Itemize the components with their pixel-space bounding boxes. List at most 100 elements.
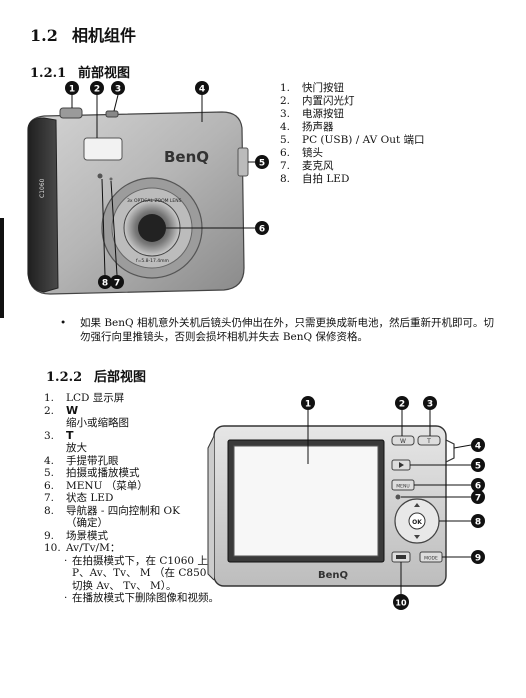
- list-item: 8.导航器 - 四向控制和 OK: [44, 504, 181, 517]
- front-parts-list: 1.快门按钮 2.内置闪光灯 3.电源按钮 4.扬声器 5.PC (USB) /…: [280, 82, 425, 186]
- status-led-shape: [395, 494, 401, 500]
- back-view-title: 后部视图: [94, 370, 147, 385]
- list-item: 4.扬声器: [280, 121, 334, 133]
- svg-text:2: 2: [399, 400, 405, 410]
- list-item: 5.PC (USB) / AV Out 端口: [280, 134, 425, 146]
- list-item: 6.镜头: [280, 147, 323, 159]
- callout-1: 1: [65, 81, 79, 108]
- self-timer-led-shape: [97, 173, 103, 179]
- svg-text:T: T: [426, 438, 431, 445]
- callout-7: 7: [110, 180, 124, 289]
- section-number: 1.2: [30, 26, 58, 45]
- list-item: 7.麦克风: [280, 160, 334, 172]
- callout-8: 8: [98, 178, 112, 289]
- back-callout-10: 10: [393, 562, 409, 610]
- back-view-number: 1.2.2: [46, 370, 83, 385]
- back-callout-4: 4: [453, 438, 485, 452]
- back-callout-8: 8: [439, 514, 485, 528]
- zoom-w-button-shape: [391, 435, 415, 446]
- callout-6: 6: [166, 221, 269, 235]
- back-brand-logo: BenQ: [318, 570, 348, 581]
- back-parts-list: 1.LCD 显示屏 2.W 缩小或缩略图 3.T 放大 4.手提带孔眼 5.拍摄…: [44, 392, 229, 605]
- power-button-shape: [105, 110, 119, 118]
- svg-text:7: 7: [475, 494, 481, 504]
- list-item: 5.拍摄或播放模式: [44, 467, 140, 479]
- list-item-desc: （确定）: [66, 517, 108, 529]
- list-item: 2.内置闪光灯: [280, 95, 355, 107]
- lens-center: [138, 214, 166, 242]
- svg-text:10: 10: [395, 599, 407, 608]
- grip-text: C1060: [39, 178, 46, 198]
- callout-3: 3: [111, 81, 125, 112]
- shutter-button-shape: [59, 107, 83, 119]
- note-text: 如果 BenQ 相机意外关机后镜头仍伸出在外，只需更换成新电池，然后重新开机即可…: [80, 317, 494, 343]
- section-heading: 1.2 相机组件: [30, 22, 136, 46]
- back-callout-9: 9: [442, 550, 485, 564]
- svg-text:5: 5: [475, 462, 481, 472]
- lcd-screen: [233, 445, 379, 557]
- list-item: 8.自拍 LED: [280, 173, 350, 185]
- mic-shape: [109, 177, 113, 181]
- front-view-title: 前部视图: [78, 66, 131, 81]
- svg-text:9: 9: [475, 554, 481, 564]
- camera-grip: [27, 117, 59, 293]
- back-callout-6: 6: [414, 478, 485, 492]
- front-camera-illustration: C1060 BenQ 3x OPTICAL ZOOM LENS f=5.8-17…: [27, 81, 269, 295]
- front-brand-logo: BenQ: [164, 148, 209, 166]
- list-item: 9.场景模式: [44, 529, 108, 542]
- back-callout-5: 5: [410, 458, 485, 472]
- back-camera-illustration: BenQ W T MENU OK MODE 1 2 3 4 5: [207, 396, 485, 610]
- svg-text:5: 5: [259, 159, 265, 169]
- list-item: 2.W: [44, 403, 79, 417]
- list-item-desc: 放大: [66, 442, 87, 454]
- svg-text:7: 7: [114, 279, 120, 289]
- svg-text:4: 4: [475, 442, 481, 452]
- back-callout-7: 7: [401, 490, 485, 504]
- flash-shape: [83, 137, 123, 161]
- svg-text:2: 2: [94, 85, 100, 95]
- note-bullet: •: [60, 317, 67, 329]
- svg-text:MODE: MODE: [424, 556, 438, 562]
- svg-text:3: 3: [115, 85, 121, 95]
- section-title: 相机组件: [72, 26, 137, 45]
- svg-text:8: 8: [102, 279, 108, 289]
- svg-text:8: 8: [475, 518, 481, 528]
- svg-text:4: 4: [199, 85, 205, 95]
- back-view-heading: 1.2.2 后部视图: [46, 366, 146, 385]
- back-camera-side: [207, 435, 215, 581]
- callout-4: 4: [195, 81, 209, 122]
- list-item: 7.状态 LED: [44, 492, 114, 504]
- strap-eyelet-shape: [445, 439, 455, 463]
- back-callout-3: 3: [423, 396, 437, 436]
- lens-warning-note: • 如果 BenQ 相机意外关机后镜头仍伸出在外，只需更换成新电池，然后重新开机…: [60, 316, 500, 344]
- svg-text:6: 6: [259, 225, 265, 235]
- side-port-shape: [237, 147, 249, 177]
- svg-text:W: W: [400, 438, 406, 445]
- svg-text:MENU: MENU: [396, 484, 409, 490]
- svg-text:3: 3: [427, 400, 433, 410]
- list-item: 6.MENU （菜单）: [44, 479, 148, 492]
- back-callout-1: 1: [301, 396, 315, 464]
- list-item: 3.电源按钮: [280, 108, 344, 120]
- list-item: 10.Av/Tv/M：: [44, 542, 121, 554]
- list-item: 3.T: [44, 428, 74, 442]
- svg-text:1: 1: [305, 400, 311, 410]
- list-item: 4.手提带孔眼: [44, 454, 119, 467]
- list-item-desc: 缩小或缩略图: [66, 417, 129, 429]
- callout-5: 5: [248, 155, 269, 169]
- ok-button-shape: [408, 512, 426, 530]
- sub-bullet-item: ·在播放模式下删除图像和视频。: [64, 592, 219, 604]
- lens-sub-text: f=5.8-17.4mm: [136, 258, 169, 264]
- list-item: 1.快门按钮: [280, 82, 344, 94]
- svg-text:6: 6: [475, 482, 481, 492]
- back-callout-2: 2: [395, 396, 409, 436]
- callout-2: 2: [90, 81, 104, 138]
- list-item: 1.LCD 显示屏: [44, 392, 125, 404]
- lens-ring-text: 3x OPTICAL ZOOM LENS: [127, 198, 182, 204]
- front-view-number: 1.2.1: [30, 66, 67, 81]
- page-edge-tab: [0, 218, 4, 318]
- sub-bullet-item: ·在拍摄模式下，在 C1060 上切换 P、Av、Tv、 M （在 C850 上…: [64, 554, 229, 592]
- svg-text:1: 1: [69, 85, 75, 95]
- zoom-t-button-shape: [417, 435, 441, 446]
- front-view-heading: 1.2.1 前部视图: [30, 62, 130, 81]
